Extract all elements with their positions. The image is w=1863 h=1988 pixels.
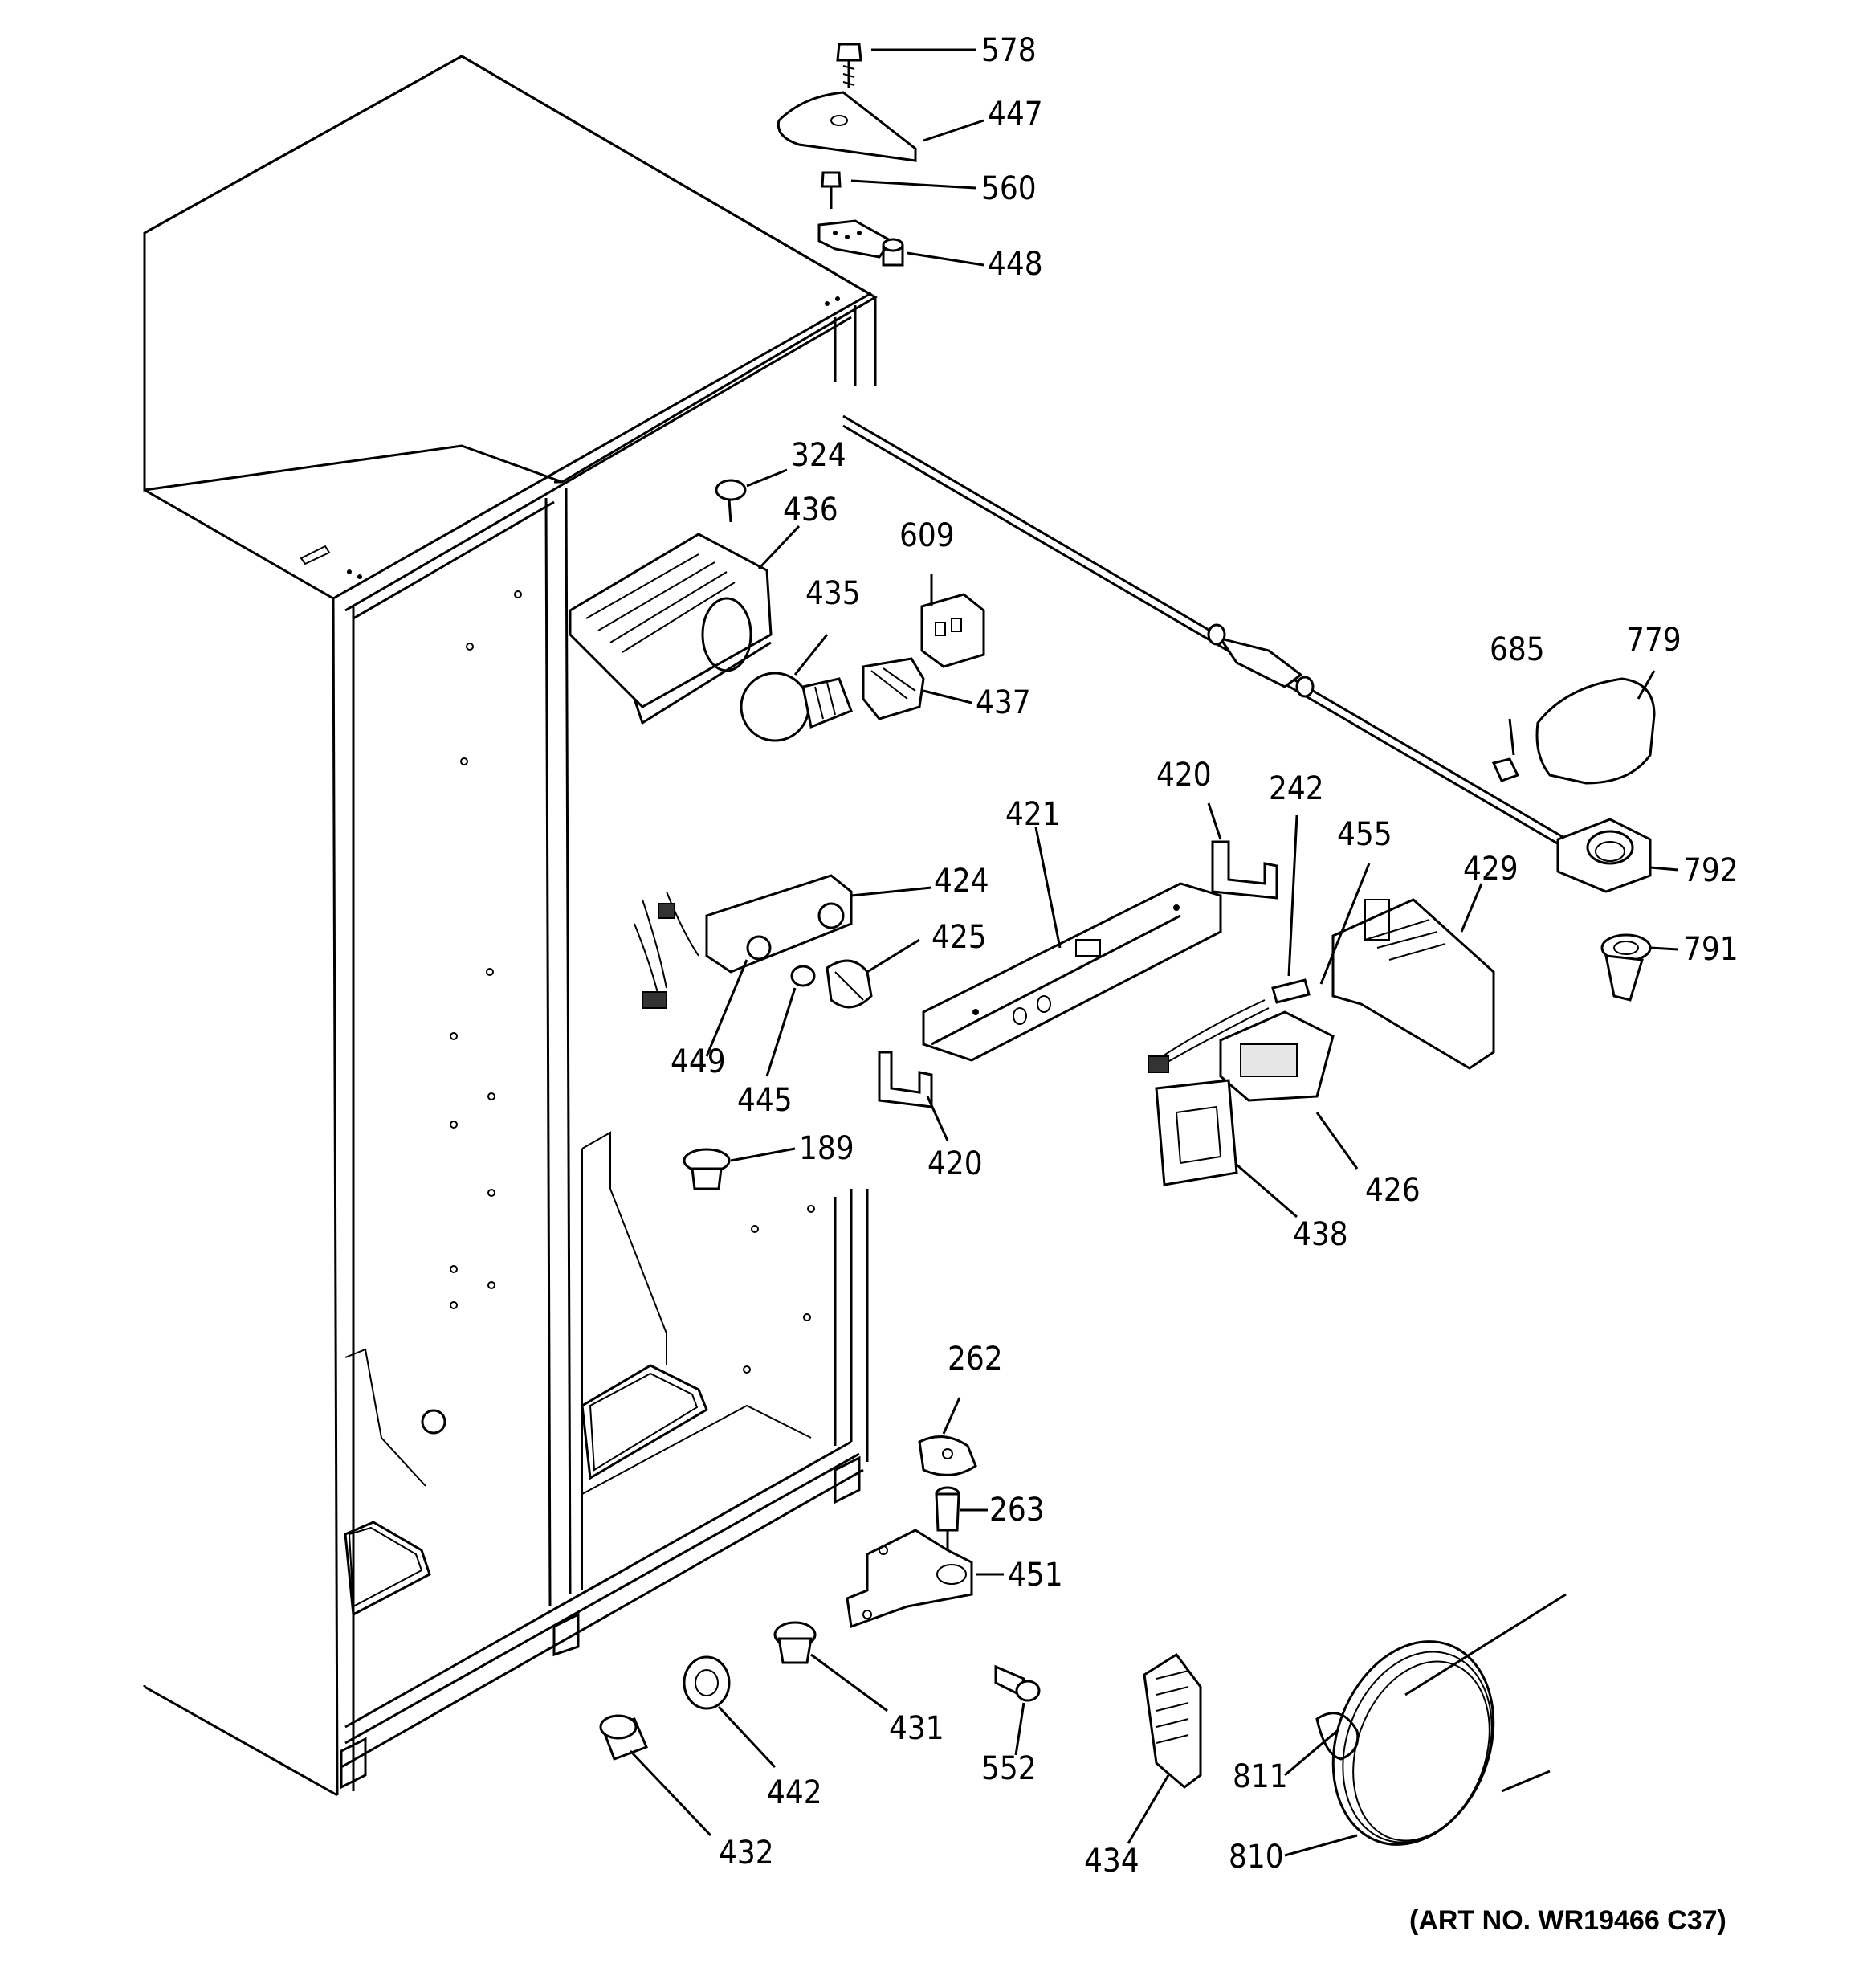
part-label-420-bottom: 420 [927, 1145, 983, 1182]
part-label-420-top: 420 [1156, 757, 1212, 794]
part-label-445: 445 [737, 1082, 793, 1119]
part-label-242: 242 [1269, 770, 1324, 807]
part-label-425: 425 [932, 919, 987, 956]
part-label-560: 560 [981, 170, 1037, 207]
hinge-cam-262 [918, 1435, 977, 1476]
art-number: (ART NO. WR19466 C37) [1409, 1905, 1726, 1936]
screw-552 [994, 1664, 1041, 1702]
control-assembly-424 [634, 874, 853, 1009]
part-label-189: 189 [799, 1130, 854, 1167]
bushing-431 [773, 1621, 817, 1664]
part-label-438: 438 [1293, 1216, 1348, 1253]
hinge-screw-578 [836, 43, 862, 88]
part-label-263: 263 [989, 1492, 1045, 1529]
part-label-447: 447 [988, 96, 1043, 133]
part-label-436: 436 [783, 492, 838, 529]
grommet-791 [1600, 933, 1652, 1002]
part-label-434: 434 [1084, 1843, 1139, 1880]
screw-685 [1491, 757, 1520, 782]
part-label-810: 810 [1229, 1839, 1284, 1876]
housing-421 [922, 882, 1222, 1062]
part-label-421: 421 [1005, 796, 1061, 833]
part-label-324: 324 [791, 437, 846, 474]
water-tube-810 [1331, 1593, 1567, 1846]
clip-420-bottom [878, 1051, 933, 1108]
part-label-791: 791 [1683, 931, 1739, 968]
bottom-hinge-451 [846, 1529, 973, 1629]
part-label-552: 552 [981, 1750, 1037, 1787]
part-label-437: 437 [976, 684, 1031, 721]
rivet-324 [715, 479, 747, 523]
part-label-262: 262 [948, 1341, 1003, 1378]
cover-779 [1535, 677, 1656, 785]
part-label-578: 578 [981, 32, 1037, 69]
washer-442 [683, 1655, 731, 1710]
part-label-792: 792 [1683, 852, 1739, 889]
part-labels: 578 447 560 448 324 436 609 435 437 685 … [671, 32, 1739, 1880]
connector-455 [1148, 999, 1270, 1073]
grille-434 [1143, 1652, 1202, 1789]
clip-420-top [1211, 840, 1278, 900]
control-knob-425 [826, 959, 873, 1009]
part-label-431: 431 [889, 1710, 944, 1747]
part-label-426: 426 [1365, 1172, 1421, 1209]
bracket-792 [1556, 818, 1652, 893]
part-label-449: 449 [671, 1043, 726, 1080]
module-426 [1219, 1010, 1335, 1102]
part-label-424: 424 [934, 863, 989, 900]
light-switch-437 [862, 657, 925, 720]
plug-189 [683, 1148, 731, 1190]
part-label-811: 811 [1233, 1758, 1288, 1795]
hinge-screw-560 [821, 171, 842, 209]
cabinet-mounting-holes [421, 590, 815, 1435]
top-hinge-448 [817, 219, 904, 267]
light-socket-609 [920, 593, 985, 668]
part-label-442: 442 [767, 1774, 822, 1811]
part-label-779: 779 [1626, 622, 1682, 659]
leader-lines [629, 48, 1679, 1857]
hinge-cover-447 [777, 91, 917, 162]
part-label-432: 432 [719, 1835, 774, 1872]
part-label-448: 448 [988, 246, 1043, 283]
part-label-685: 685 [1490, 631, 1545, 668]
spacer-432 [599, 1714, 648, 1761]
part-label-451: 451 [1008, 1557, 1063, 1594]
damper-control-429 [1331, 898, 1495, 1070]
bezel-438 [1155, 1079, 1238, 1186]
part-label-455: 455 [1337, 816, 1392, 853]
light-bulb-435 [740, 672, 853, 742]
hinge-pin-263 [935, 1486, 960, 1550]
fill-tube-cable [842, 414, 1575, 855]
light-shield-436 [569, 533, 773, 725]
refrigerator-cabinet [143, 55, 878, 1797]
knob-insert-445 [790, 965, 816, 987]
part-label-435: 435 [805, 575, 861, 612]
thermistor-242 [1271, 978, 1311, 1004]
part-label-609: 609 [899, 517, 955, 554]
part-label-429: 429 [1463, 851, 1519, 888]
